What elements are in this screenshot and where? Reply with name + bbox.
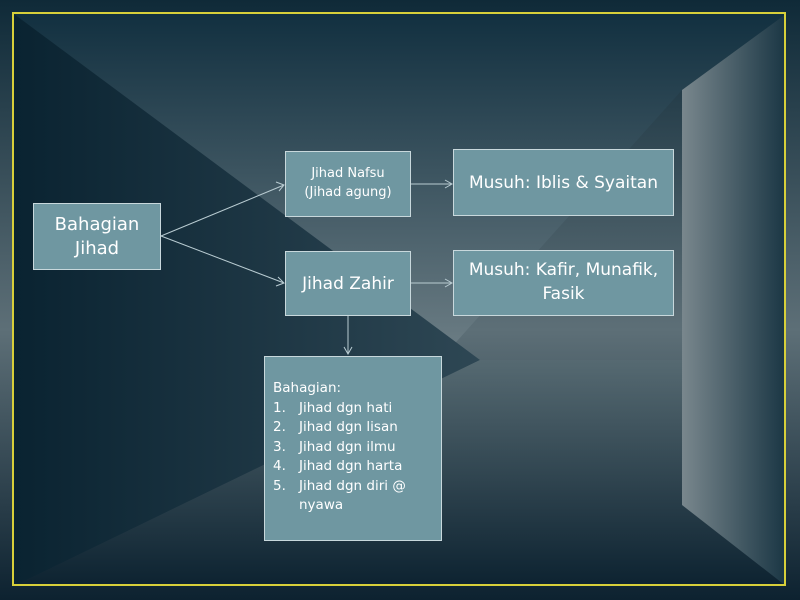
list-item-number: 3. — [273, 438, 286, 455]
node-musuh-zahir-line-1: Musuh: Kafir, Munafik, — [468, 260, 659, 281]
list-item-number: 5. — [273, 477, 286, 494]
node-nafsu-line-2: (Jihad agung) — [304, 185, 392, 200]
node-musuh-zahir-line-2: Fasik — [542, 284, 585, 304]
list-heading: Bahagian: — [273, 380, 342, 396]
list-item: 2. Jihad dgn lisan — [273, 418, 433, 438]
background-left-panel — [14, 14, 480, 586]
list-item: 3. Jihad dgn ilmu — [273, 438, 433, 458]
node-jihad-nafsu: Jihad Nafsu (Jihad agung) — [285, 151, 411, 217]
node-root-line-1: Bahagian — [54, 214, 140, 236]
node-nafsu-line-1: Jihad Nafsu — [311, 166, 385, 182]
list-item-text: Jihad dgn hati — [299, 399, 393, 416]
list-item: 5. Jihad dgn diri @ nyawa — [273, 477, 433, 516]
node-musuh-nafsu-label: Musuh: Iblis & Syaitan — [468, 172, 658, 193]
node-bahagian-jihad: Bahagian Jihad — [33, 203, 161, 270]
node-musuh-nafsu: Musuh: Iblis & Syaitan — [453, 149, 674, 216]
list-item-number: 1. — [273, 399, 286, 416]
list-item-text: Jihad dgn ilmu — [299, 438, 396, 455]
list-item-text: Jihad dgn lisan — [299, 419, 398, 436]
list-item: 4. Jihad dgn harta — [273, 457, 433, 477]
background-right-panel — [682, 14, 786, 586]
bahagian-list: 1. Jihad dgn hati 2. Jihad dgn lisan 3. … — [273, 399, 433, 516]
node-root-line-2: Jihad — [74, 237, 120, 259]
list-item-number: 2. — [273, 419, 286, 436]
node-bahagian-list: Bahagian: 1. Jihad dgn hati 2. Jihad dgn… — [264, 356, 442, 541]
list-item-number: 4. — [273, 458, 286, 475]
list-item-text: Jihad dgn harta — [299, 458, 403, 475]
node-zahir-label: Jihad Zahir — [302, 273, 394, 294]
list-item-text: Jihad dgn diri @ nyawa — [299, 477, 406, 514]
node-jihad-zahir: Jihad Zahir — [285, 251, 411, 316]
list-item: 1. Jihad dgn hati — [273, 399, 433, 419]
node-musuh-zahir: Musuh: Kafir, Munafik, Fasik — [453, 250, 674, 316]
